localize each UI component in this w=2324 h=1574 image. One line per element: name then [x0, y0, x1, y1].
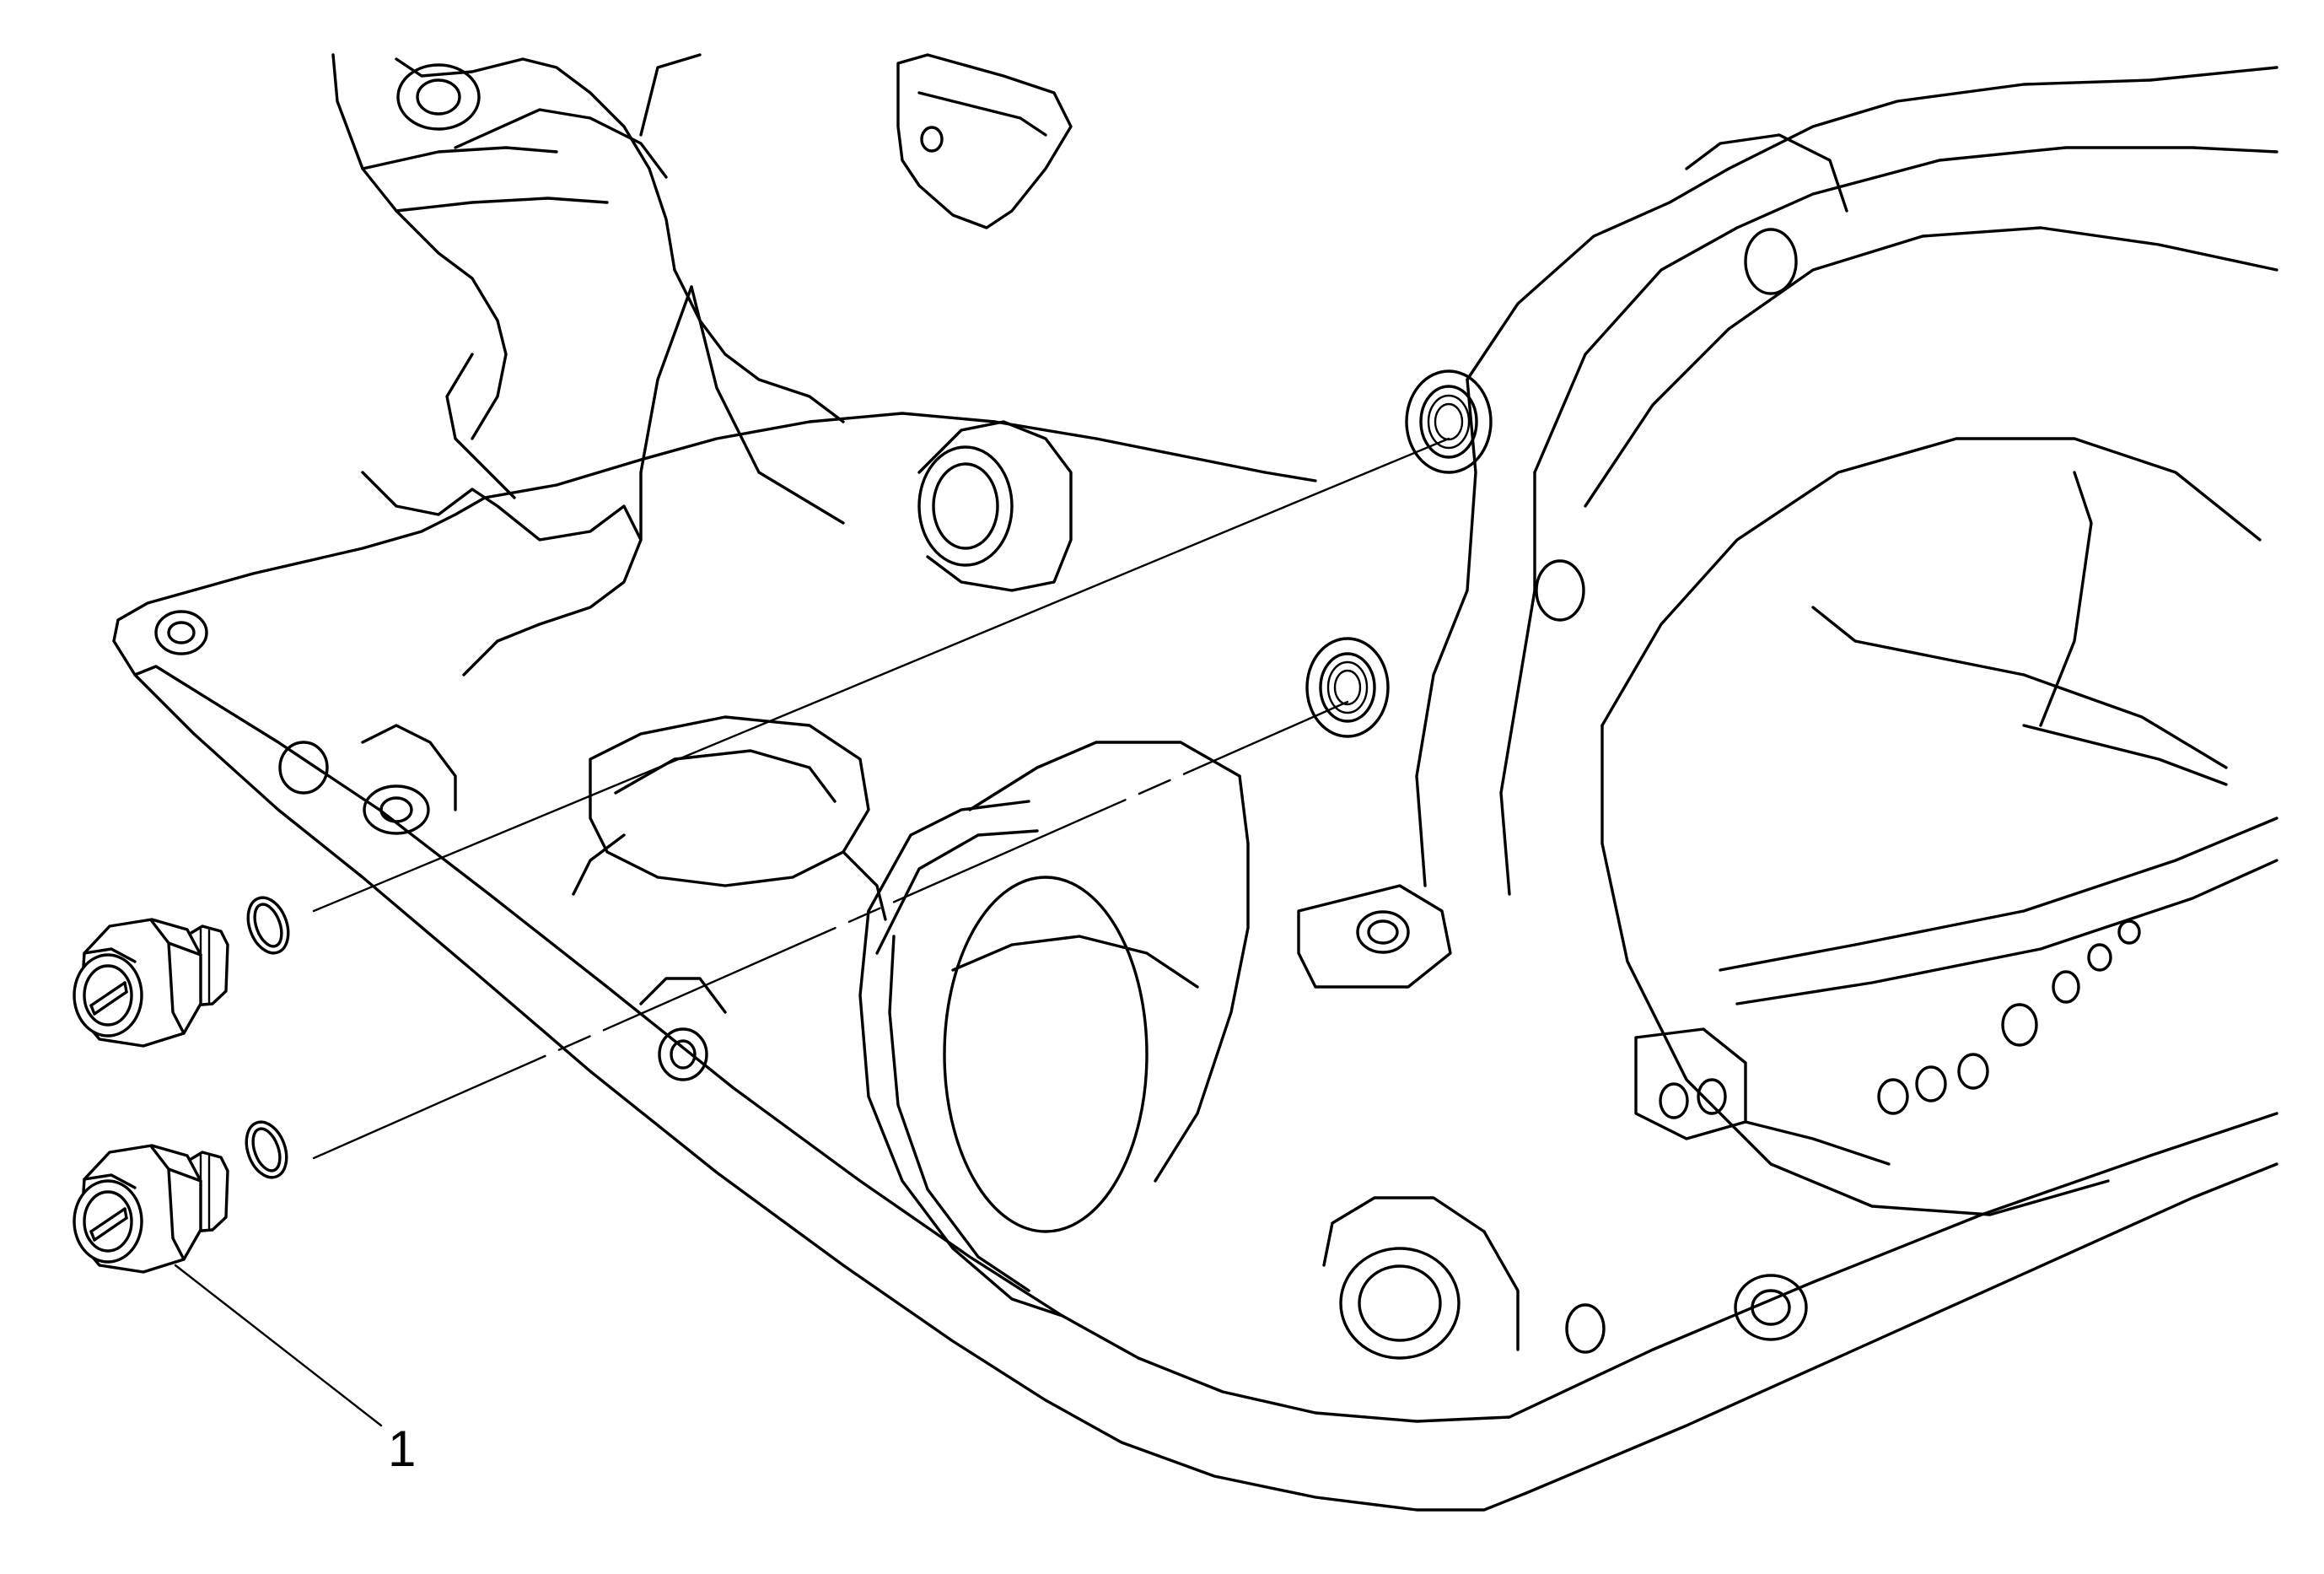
lower-plug [73, 1144, 229, 1274]
callout-1: 1 [174, 1264, 416, 1477]
lower-seal [245, 1120, 288, 1179]
transmission-case [112, 53, 2278, 1512]
callout-leader [174, 1264, 383, 1427]
upper-port [1405, 369, 1493, 474]
upper-plug [73, 918, 229, 1048]
alignment-lines [312, 437, 1450, 1160]
upper-seal [246, 896, 290, 955]
lower-port [1305, 637, 1390, 738]
callout-label: 1 [388, 1420, 416, 1477]
